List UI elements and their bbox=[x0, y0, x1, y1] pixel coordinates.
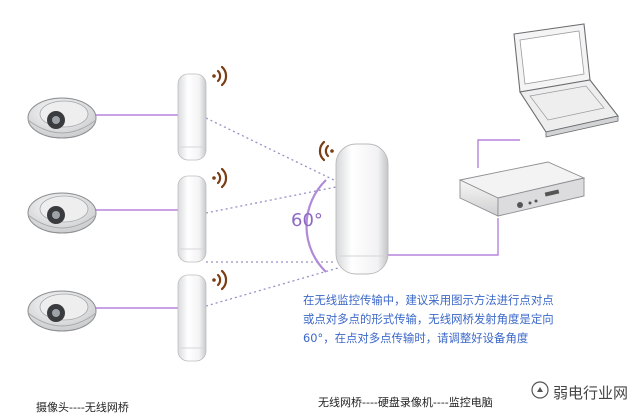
laptop bbox=[513, 23, 619, 138]
note-line-2: 或点对多点的形式传输，无线网桥发射角度是定向 bbox=[303, 312, 554, 326]
angle-arc bbox=[305, 179, 327, 273]
caption-camera-bridge: 摄像头----无线网桥 bbox=[36, 401, 129, 414]
beam-mid-upper bbox=[205, 186, 337, 214]
wifi-signal-icon bbox=[318, 140, 334, 162]
backbone-links bbox=[388, 139, 520, 256]
bridge-3 bbox=[177, 274, 207, 362]
camera-3 bbox=[27, 290, 97, 332]
note-line-1: 在无线监控传输中，建议采用图示方法进行点对点 bbox=[303, 293, 554, 307]
wifi-signal-icon bbox=[212, 65, 228, 87]
dvr-recorder bbox=[458, 161, 586, 217]
description-note: 在无线监控传输中，建议采用图示方法进行点对点 或点对多点的形式传输，无线网桥发射… bbox=[303, 291, 633, 348]
dvr-to-laptop-link bbox=[477, 139, 520, 168]
wireless-beams bbox=[205, 117, 339, 307]
wifi-signal-icon bbox=[212, 167, 228, 189]
camera-1 bbox=[27, 97, 97, 139]
watermark-text: 弱电行业网 bbox=[553, 384, 629, 402]
camera-2 bbox=[27, 192, 97, 234]
angle-label: 60° bbox=[291, 210, 323, 231]
watermark-icon bbox=[531, 381, 549, 399]
bridge-2 bbox=[177, 175, 207, 263]
caption-bridge-dvr-pc: 无线网桥----硬盘录像机----监控电脑 bbox=[318, 396, 493, 409]
wifi-signal-icon bbox=[212, 269, 228, 291]
bridge-to-dvr-link bbox=[388, 218, 499, 256]
note-line-3: 60°，在点对多点传输时，请调整好设备角度 bbox=[303, 331, 529, 345]
bridge-1 bbox=[177, 73, 207, 161]
central-bridge bbox=[335, 143, 389, 275]
camera-links bbox=[96, 114, 180, 309]
